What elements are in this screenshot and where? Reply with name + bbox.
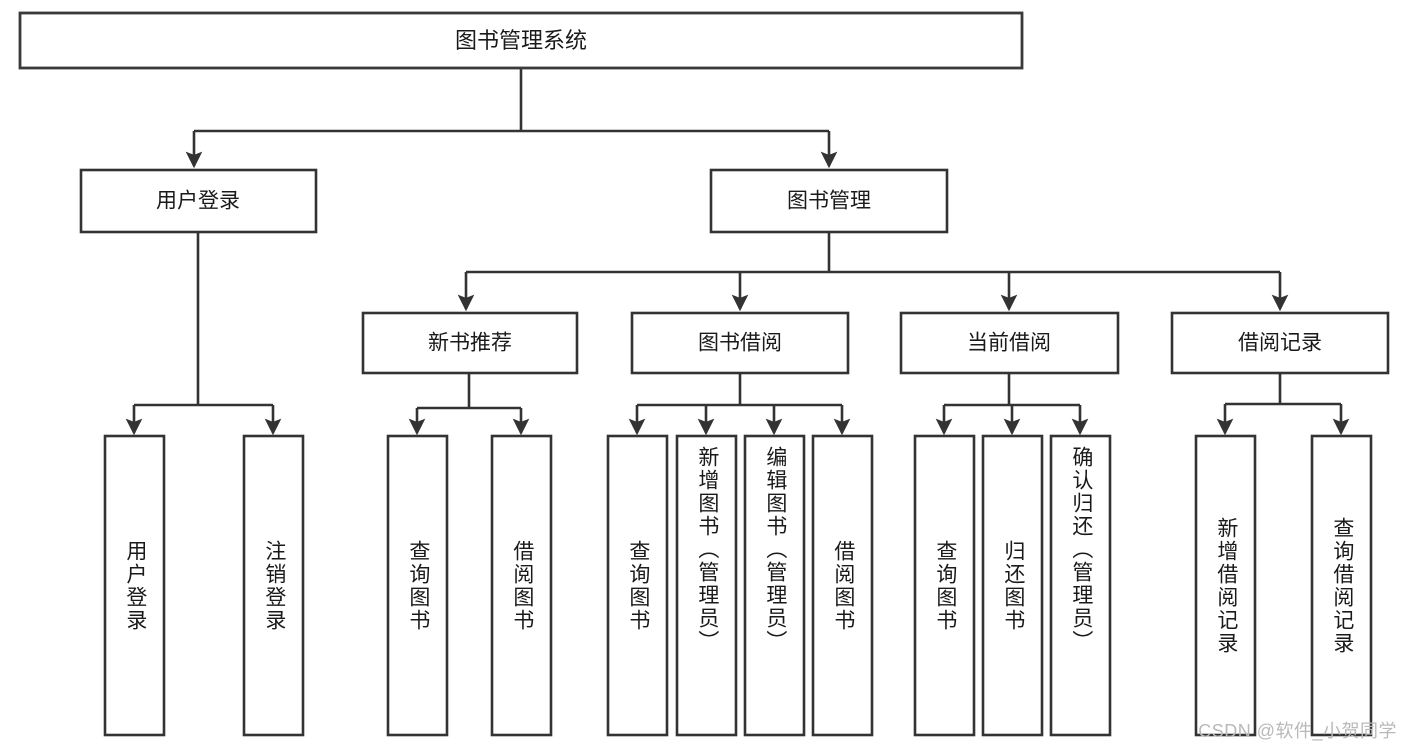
node-borrow-record[interactable]: 借阅记录 — [1170, 311, 1390, 375]
leaf-query-book-2-box[interactable] — [606, 434, 669, 737]
edges-book-borrow-to-leaves — [628, 373, 851, 436]
edges-user-login-to-leaves — [125, 232, 282, 436]
leaf-query-record-box[interactable] — [1310, 434, 1373, 737]
edges-book-manage-to-level3 — [457, 232, 1289, 312]
leaf-confirm-return-box[interactable] — [1049, 434, 1112, 737]
edges-root-to-level2 — [185, 68, 838, 169]
edges-borrow-record-to-leaves — [1216, 373, 1350, 436]
node-root[interactable]: 图书管理系统 — [18, 11, 1024, 70]
node-borrow-record-label: 借阅记录 — [1238, 332, 1322, 355]
node-root-box[interactable] — [18, 11, 1024, 70]
node-book-manage-box[interactable] — [709, 168, 949, 234]
node-user-login-label: 用户登录 — [156, 190, 240, 213]
leaf-return-book-box[interactable] — [981, 434, 1044, 737]
node-book-borrow-box[interactable] — [630, 311, 850, 375]
leaf-query-book-3-box[interactable] — [913, 434, 976, 737]
node-user-login-box[interactable] — [79, 168, 318, 234]
leaf-add-record-box[interactable] — [1194, 434, 1257, 737]
leaf-borrow-book-2-box[interactable] — [811, 434, 874, 737]
edges-current-borrow-to-leaves — [935, 373, 1089, 436]
leaf-add-book-box[interactable] — [675, 434, 738, 737]
node-new-book-rec-label: 新书推荐 — [428, 332, 512, 355]
leaf-edit-book-box[interactable] — [743, 434, 806, 737]
node-root-label: 图书管理系统 — [455, 28, 587, 53]
node-new-book-rec-box[interactable] — [361, 311, 579, 375]
node-book-borrow-label: 图书借阅 — [698, 332, 782, 355]
leaf-boxes — [103, 434, 1373, 737]
node-user-login[interactable]: 用户登录 — [79, 168, 318, 234]
leaf-borrow-book-1-box[interactable] — [490, 434, 553, 737]
node-new-book-rec[interactable]: 新书推荐 — [361, 311, 579, 375]
leaf-query-book-1-box[interactable] — [386, 434, 449, 737]
leaf-logout-box[interactable] — [242, 434, 305, 737]
watermark: CSDN @软件_小贺同学 — [1198, 721, 1397, 741]
node-book-manage-label: 图书管理 — [787, 190, 871, 213]
edges-new-book-rec-to-leaves — [408, 373, 530, 436]
node-current-borrow-label: 当前借阅 — [967, 332, 1051, 355]
leaf-user-login-box[interactable] — [103, 434, 166, 737]
node-current-borrow-box[interactable] — [899, 311, 1120, 375]
node-book-manage[interactable]: 图书管理 — [709, 168, 949, 234]
node-borrow-record-box[interactable] — [1170, 311, 1390, 375]
node-book-borrow[interactable]: 图书借阅 — [630, 311, 850, 375]
node-current-borrow[interactable]: 当前借阅 — [899, 311, 1120, 375]
